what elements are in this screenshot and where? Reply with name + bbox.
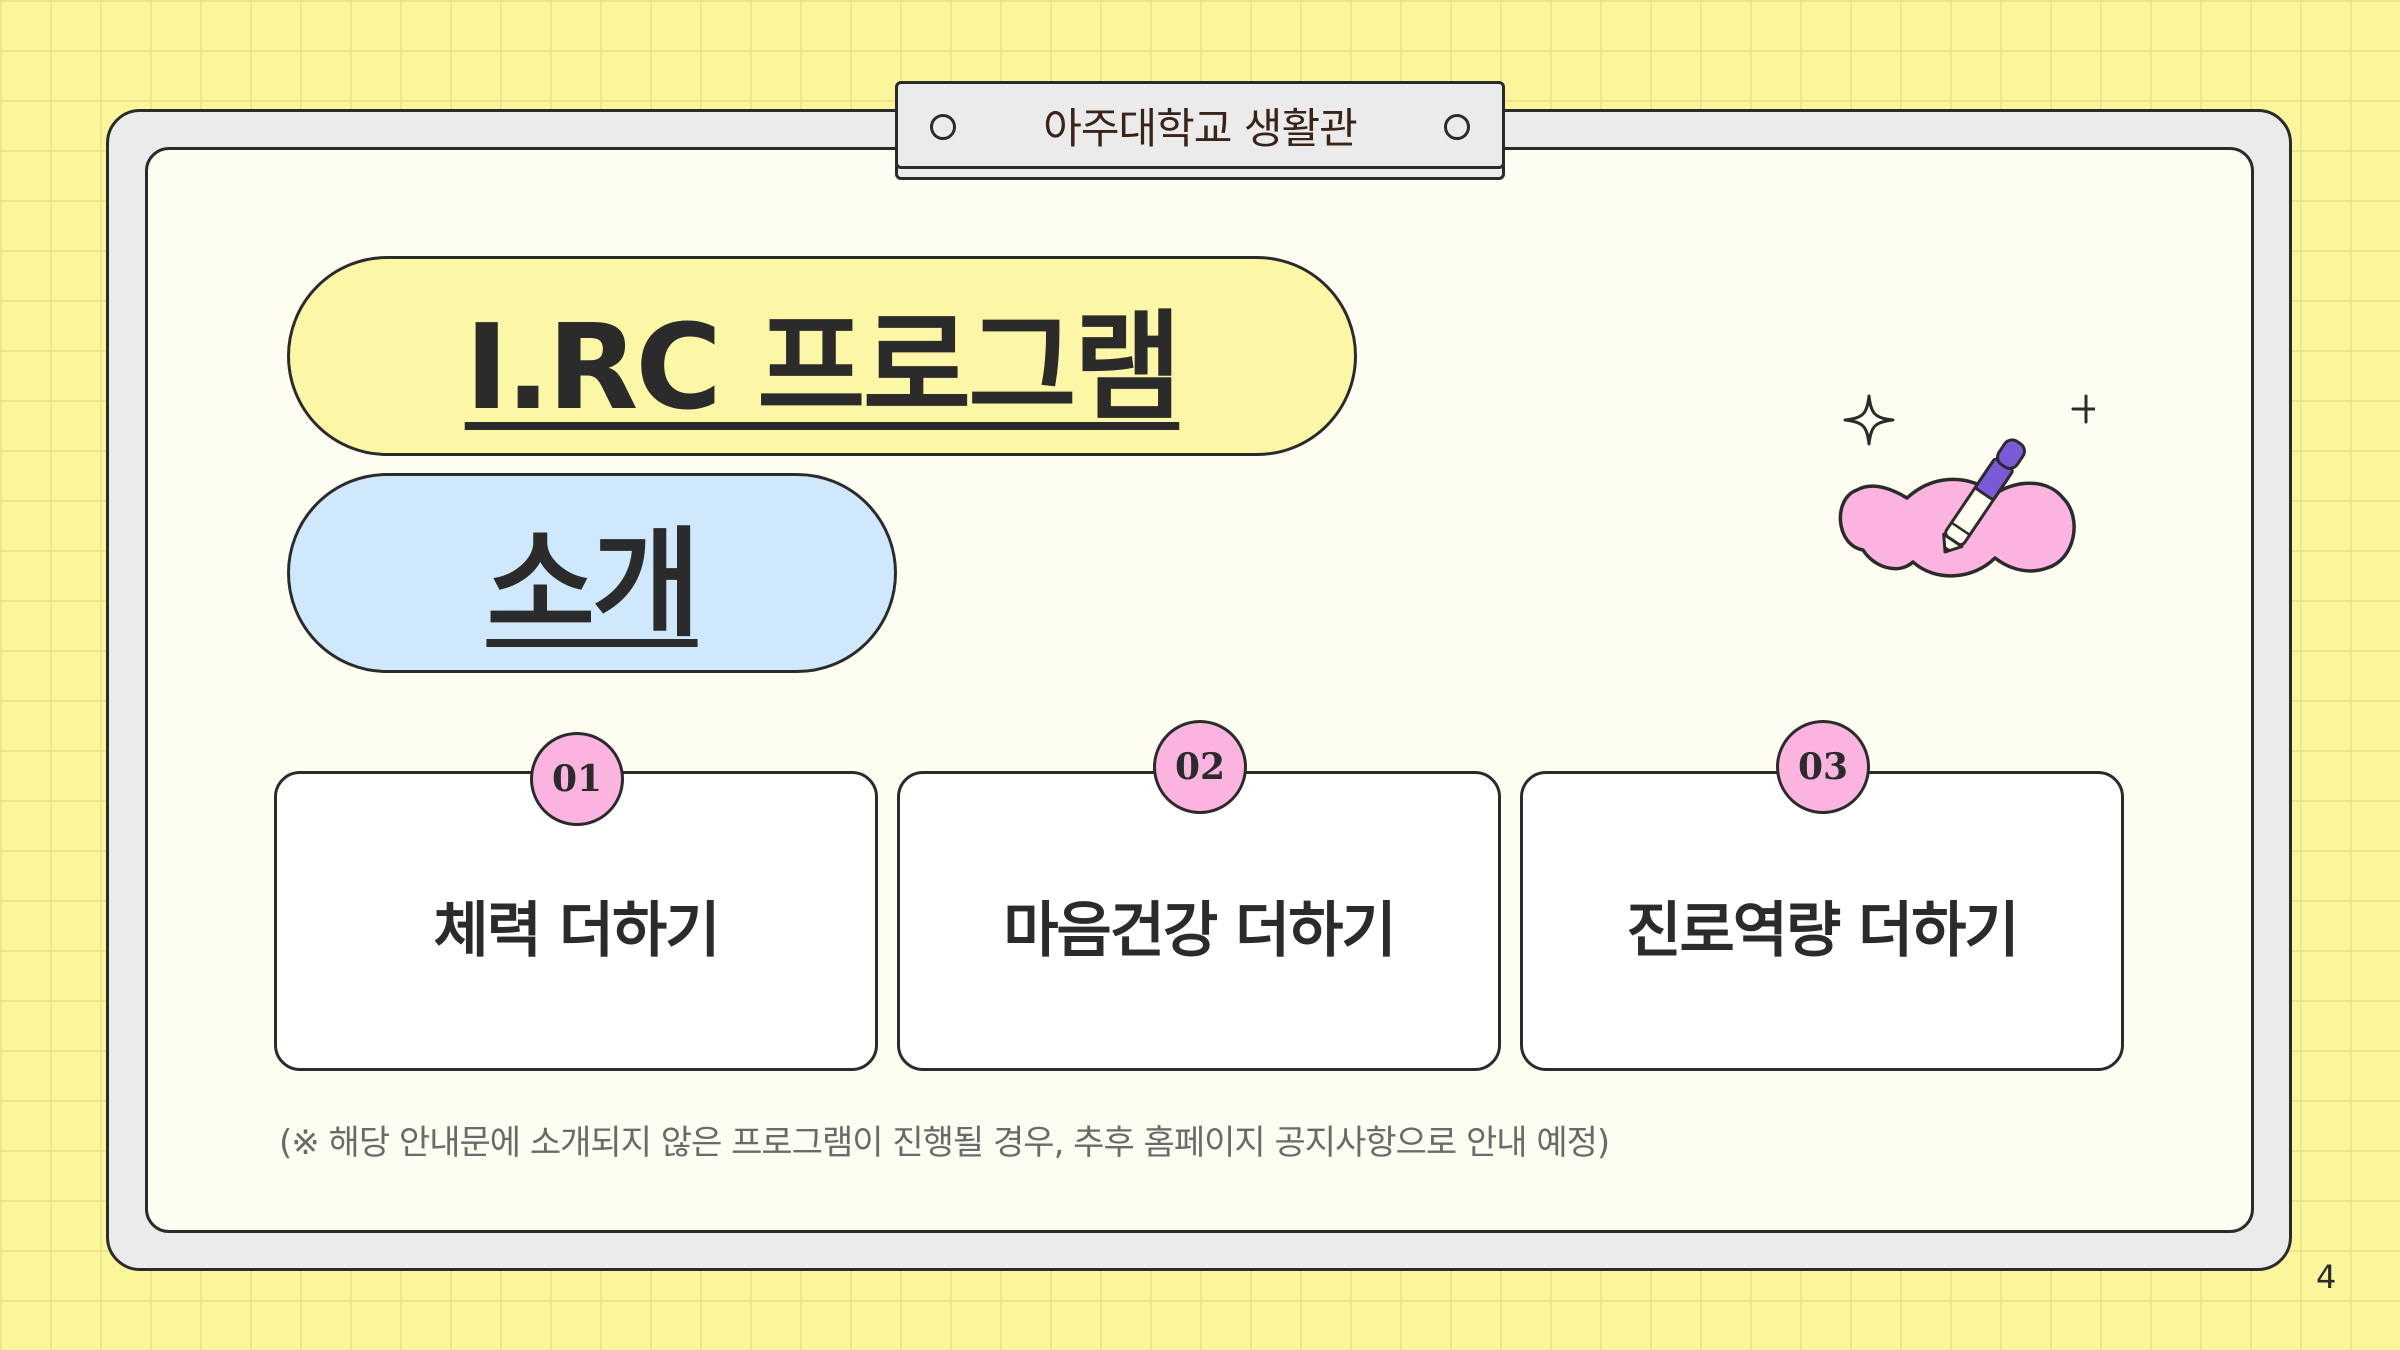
header-tab: 아주대학교 생활관 [895,81,1505,169]
page-title-line2: 소개 [486,514,700,653]
footnote: (※ 해당 안내문에 소개되지 않은 프로그램이 진행될 경우, 추후 홈페이지… [279,1123,1610,1163]
program-card-label: 체력 더하기 [433,895,721,966]
pen-icon [1942,438,2026,554]
sparkle-icon [1843,394,1895,446]
number-badge-3: 03 [1776,720,1870,814]
program-card-label: 마음건강 더하기 [1003,895,1396,966]
program-card-label: 진로역량 더하기 [1626,895,2019,966]
page-title-line1: I.RC 프로그램 [464,297,1183,436]
tab-hole-left-icon [930,114,956,140]
tab-hole-right-icon [1444,114,1470,140]
number-badge-2: 02 [1153,720,1247,814]
page-number: 4 [2316,1258,2337,1296]
title-pill-line1: I.RC 프로그램 [287,256,1357,456]
program-card-3: 진로역량 더하기 [1520,771,2124,1071]
number-badge-1: 01 [530,732,624,826]
header-title: 아주대학교 생활관 [1043,103,1357,153]
plus-sparkle-icon [2071,394,2095,424]
title-pill-line2: 소개 [287,473,897,673]
program-card-2: 마음건강 더하기 [897,771,1501,1071]
illustration [1838,394,2095,578]
